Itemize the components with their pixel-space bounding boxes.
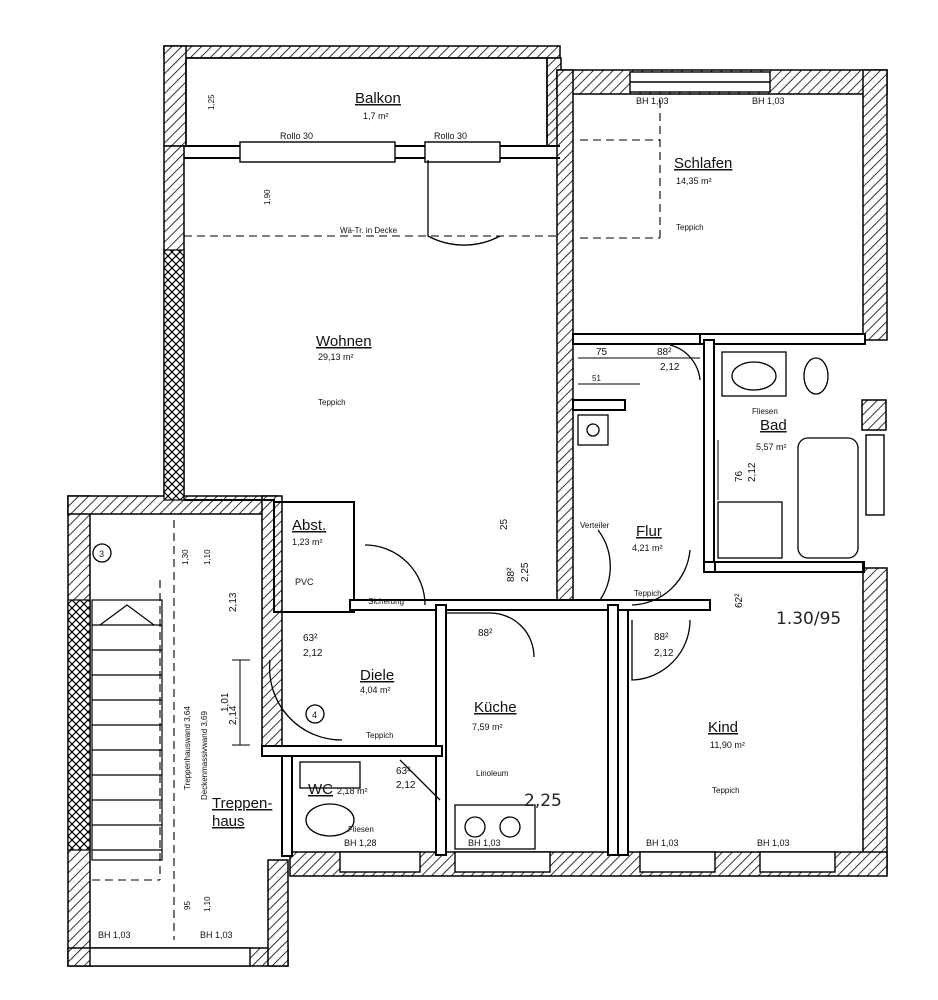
dim-88-kind: 88²	[654, 632, 669, 643]
wc-floor: Fliesen	[348, 825, 374, 834]
wc-area: 2,18 m²	[337, 786, 368, 796]
dim-76: 76	[734, 470, 745, 482]
treppenhaus-line2: haus	[212, 813, 245, 830]
circle-3-label: 3	[99, 549, 104, 559]
misc-labels: Rollo 30 Rollo 30 BH 1,03 BH 1,03 BH 1,0…	[98, 96, 790, 940]
dim-62: 62²	[734, 593, 745, 608]
stair-treads	[91, 599, 163, 861]
balkon-area: 1,7 m²	[363, 111, 389, 121]
verteiler-label: Verteiler	[580, 521, 610, 530]
abst-name: Abst.	[292, 517, 326, 534]
diele-floor: Teppich	[366, 731, 394, 740]
bh-schlafen-2: BH 1,03	[752, 96, 785, 106]
dim-214: 2,14	[228, 705, 239, 725]
dim-190: 1,90	[263, 189, 272, 205]
kueche-handwritten-note: 2,25	[524, 791, 562, 811]
dim-212-bad: 2,12	[747, 462, 758, 482]
dim-101: 1,01	[220, 692, 231, 712]
wc-name: WC	[308, 781, 333, 798]
abst-floor: PVC	[295, 577, 314, 587]
trennwand-label: Treppenhauswand 3,64	[183, 706, 192, 790]
diele-area: 4,04 m²	[360, 685, 391, 695]
dim-225: 2,25	[520, 562, 531, 582]
treppenhaus-line1: Treppen-	[212, 795, 272, 812]
bad-floor: Fliesen	[752, 407, 778, 416]
kind-handwritten-note: 1.30/95	[776, 609, 841, 629]
flur-area: 4,21 m²	[632, 543, 663, 553]
kueche-area: 7,59 m²	[472, 722, 503, 732]
dim-88-kueche: 88²	[478, 628, 493, 639]
dim-212-top: 2,12	[660, 362, 680, 373]
flur-name: Flur	[636, 523, 662, 540]
dim-212-diele: 2,12	[303, 648, 323, 659]
schlafen-floor: Teppich	[676, 223, 704, 232]
windows	[89, 71, 885, 967]
schlafen-area: 14,35 m²	[676, 176, 712, 186]
dim-95: 95	[183, 901, 192, 910]
wohnen-partition-label: Wä-Tr. in Decke	[340, 226, 398, 235]
kueche-floor: Linoleum	[476, 769, 509, 778]
kind-floor: Teppich	[712, 786, 740, 795]
sicherung-label: Sicherung	[368, 597, 404, 606]
balkon-name: Balkon	[355, 90, 401, 107]
wohnen-left-wall-cross	[163, 249, 185, 501]
bathroom-fixtures	[92, 351, 859, 850]
dim-212-wc: 2,12	[396, 780, 416, 791]
dim-125: 1,25	[207, 94, 216, 110]
bh-kind-1: BH 1,03	[646, 838, 679, 848]
bad-name: Bad	[760, 417, 787, 434]
bad-area: 5,57 m²	[756, 442, 787, 452]
rollo-label-2: Rollo 30	[434, 131, 467, 141]
diele-name: Diele	[360, 667, 394, 684]
abst-area: 1,23 m²	[292, 537, 323, 547]
dim-88-225: 88²	[506, 567, 517, 582]
rollo-label-1: Rollo 30	[280, 131, 313, 141]
bh-kueche: BH 1,03	[468, 838, 501, 848]
wohnen-area: 29,13 m²	[318, 352, 354, 362]
dimension-lines	[232, 357, 719, 746]
decke-label: Deckenmassivwand 3,69	[200, 711, 209, 800]
wohnen-name: Wohnen	[316, 333, 372, 350]
bh-schlafen-1: BH 1,03	[636, 96, 669, 106]
dim-51: 51	[592, 374, 601, 383]
interior-walls	[184, 145, 866, 857]
kind-area: 11,90 m²	[710, 740, 745, 750]
dim-25: 25	[499, 518, 510, 530]
dim-75: 75	[596, 347, 608, 358]
dimension-labels: 75 88² 2,12 51 76 2,12 88² 2,25 25 88² 8…	[181, 94, 758, 912]
bh-stair-2: BH 1,03	[200, 930, 233, 940]
dashed-lines	[92, 100, 661, 940]
stair-wall-cross	[67, 599, 91, 851]
dim-63-diele: 63²	[303, 633, 318, 644]
dim-212-kind: 2,12	[654, 648, 674, 659]
bh-kind-2: BH 1,03	[757, 838, 790, 848]
kueche-name: Küche	[474, 699, 517, 716]
flur-floor: Teppich	[634, 589, 662, 598]
schlafen-name: Schlafen	[674, 155, 732, 172]
dim-63-wc: 63²	[396, 766, 411, 777]
room-labels: Balkon 1,7 m² Schlafen 14,35 m² Teppich …	[212, 90, 787, 834]
dim-110b: 1,10	[203, 896, 212, 912]
dim-130: 1,30	[181, 549, 190, 565]
kind-name: Kind	[708, 719, 738, 736]
circle-4-label: 4	[312, 710, 317, 720]
exterior-walls	[67, 45, 888, 967]
bh-wc: BH 1,28	[344, 838, 377, 848]
dim-110: 1,10	[203, 549, 212, 565]
dim-88-top: 88²	[657, 347, 672, 358]
dim-213: 2,13	[228, 592, 239, 612]
wohnen-floor: Teppich	[318, 398, 346, 407]
bh-stair-1: BH 1,03	[98, 930, 131, 940]
